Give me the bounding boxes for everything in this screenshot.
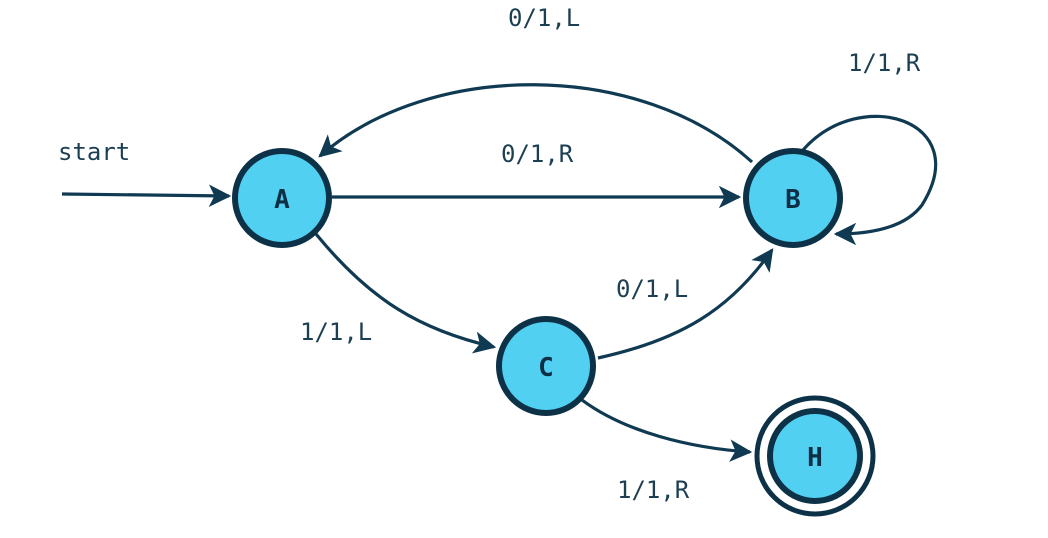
state-a: A xyxy=(232,148,332,248)
state-b: B xyxy=(743,148,843,248)
edge-c-to-b xyxy=(597,248,774,360)
state-c-label: C xyxy=(538,353,554,383)
state-h-label: H xyxy=(807,443,823,473)
edge-a-to-c xyxy=(314,232,497,354)
state-b-label: B xyxy=(785,185,801,215)
edge-a-to-b-label: 0/1,R xyxy=(501,140,574,168)
edge-b-to-a xyxy=(318,83,754,164)
edge-c-to-h xyxy=(581,398,753,462)
edge-c-to-h-label: 1/1,R xyxy=(617,476,690,504)
edge-a-to-c-label: 1/1,L xyxy=(300,318,372,346)
state-c: C xyxy=(496,316,596,416)
edge-b-loop-label: 1/1,R xyxy=(848,49,921,77)
start-label: start xyxy=(58,138,130,166)
state-h-accepting: H xyxy=(754,395,876,517)
state-a-label: A xyxy=(274,185,290,215)
start-arrow xyxy=(61,184,232,207)
edge-c-to-b-label: 0/1,L xyxy=(616,275,688,303)
edge-b-to-a-label: 0/1,L xyxy=(508,4,580,32)
edge-b-self-loop xyxy=(801,114,938,246)
